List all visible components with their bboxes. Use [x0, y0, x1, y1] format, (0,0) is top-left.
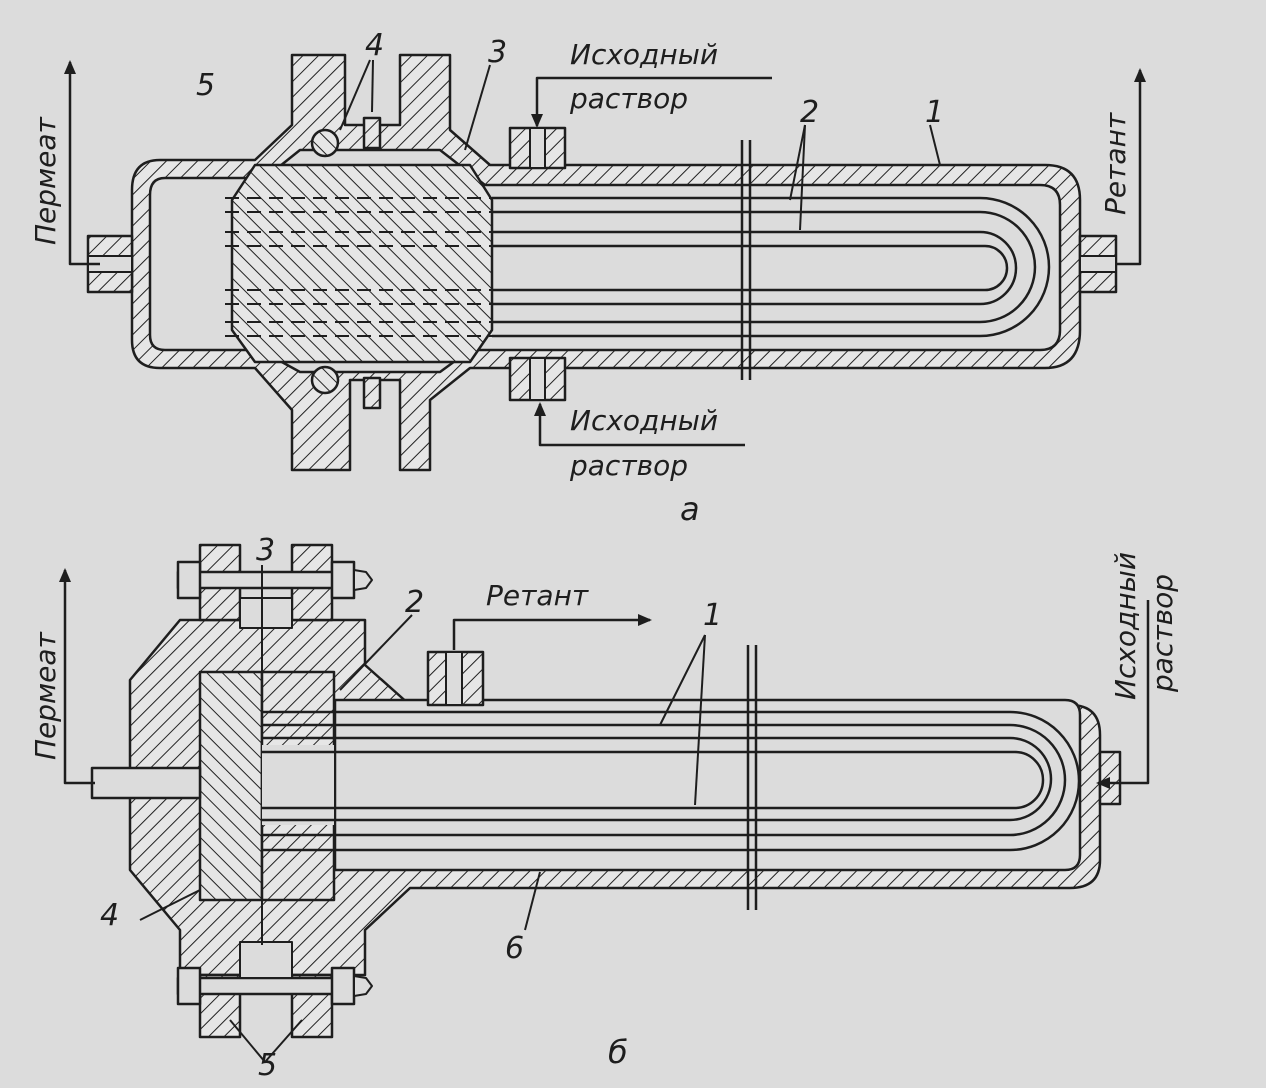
- retentate-label-a: Ретант: [1099, 112, 1132, 215]
- permeate-label-a: Пермеат: [29, 116, 62, 245]
- callout-2-a: 2: [800, 95, 819, 130]
- nut-top-left-b: [176, 560, 202, 600]
- callout-3-b: 3: [256, 533, 275, 568]
- feed-label-top-line2-a: раствор: [569, 82, 688, 115]
- permeate-arrow-b: [59, 568, 95, 785]
- u-tubes-b: [262, 710, 1081, 852]
- caption-b: б: [608, 1033, 628, 1071]
- bolt-end-top-b: [353, 569, 373, 591]
- bolt-end-bottom-b: [353, 975, 373, 997]
- feed-label-line2-b: раствор: [1146, 574, 1179, 693]
- callout-2-b: 2: [405, 585, 424, 620]
- feed-label-line1-b: Исходный: [1109, 552, 1142, 700]
- retentate-arrow-b: [452, 614, 652, 650]
- feed-arrow-bottom-a: [534, 402, 745, 447]
- nut-bottom-right-b: [330, 966, 356, 1006]
- callout-4-a: 4: [365, 28, 384, 63]
- tube-sheet-a: [230, 163, 494, 364]
- callout-5-a: 5: [196, 68, 215, 103]
- leaders-b: [139, 565, 706, 1063]
- caption-a: а: [680, 490, 700, 528]
- callout-6-b: 6: [505, 931, 524, 966]
- spacer-bottom-b: [239, 941, 293, 979]
- break-line-a: [740, 140, 752, 380]
- feed-nozzle-b: [1098, 750, 1122, 806]
- u-tubes-a: [492, 196, 1051, 338]
- leaders-a: [339, 59, 941, 231]
- nut-bottom-left-b: [176, 966, 202, 1006]
- feed-label-bottom-line2-a: раствор: [569, 449, 688, 482]
- feed-arrow-b: [1096, 600, 1150, 789]
- callout-1-a: 1: [925, 95, 944, 130]
- seal-ring-top-a: [310, 128, 340, 158]
- feed-label-top-line1-a: Исходный: [570, 38, 718, 71]
- feed-bore-top-a: [529, 127, 546, 169]
- figure-a: [64, 53, 1146, 472]
- figure-b: [59, 543, 1150, 1063]
- feed-arrow-top-a: [531, 76, 772, 128]
- permeate-label-b: Пермеат: [29, 631, 62, 760]
- feed-bore-bottom-a: [529, 357, 546, 401]
- seal-gasket-top-a: [362, 116, 382, 150]
- callout-3-a: 3: [488, 35, 507, 70]
- permeate-nozzle-b: [90, 766, 202, 800]
- retentate-arrow-a: [1116, 68, 1146, 266]
- callout-4-b: 4: [100, 898, 119, 933]
- tube-channels-a: [225, 197, 492, 337]
- feed-label-bottom-line1-a: Исходный: [570, 404, 718, 437]
- permeate-arrow-a: [64, 60, 100, 266]
- nut-top-right-b: [330, 560, 356, 600]
- tube-sheet-b: [198, 670, 264, 902]
- spacer-top-b: [239, 597, 293, 629]
- seal-ring-bottom-a: [310, 365, 340, 395]
- retentate-label-b: Ретант: [486, 579, 589, 612]
- retentate-bore-b: [445, 651, 463, 706]
- seal-gasket-bottom-a: [362, 376, 382, 410]
- callout-5-b: 5: [258, 1048, 277, 1083]
- cavity-b: [333, 698, 1082, 872]
- break-line-b: [746, 645, 758, 910]
- callout-1-b: 1: [703, 598, 722, 633]
- retentate-bore-a: [1079, 255, 1117, 273]
